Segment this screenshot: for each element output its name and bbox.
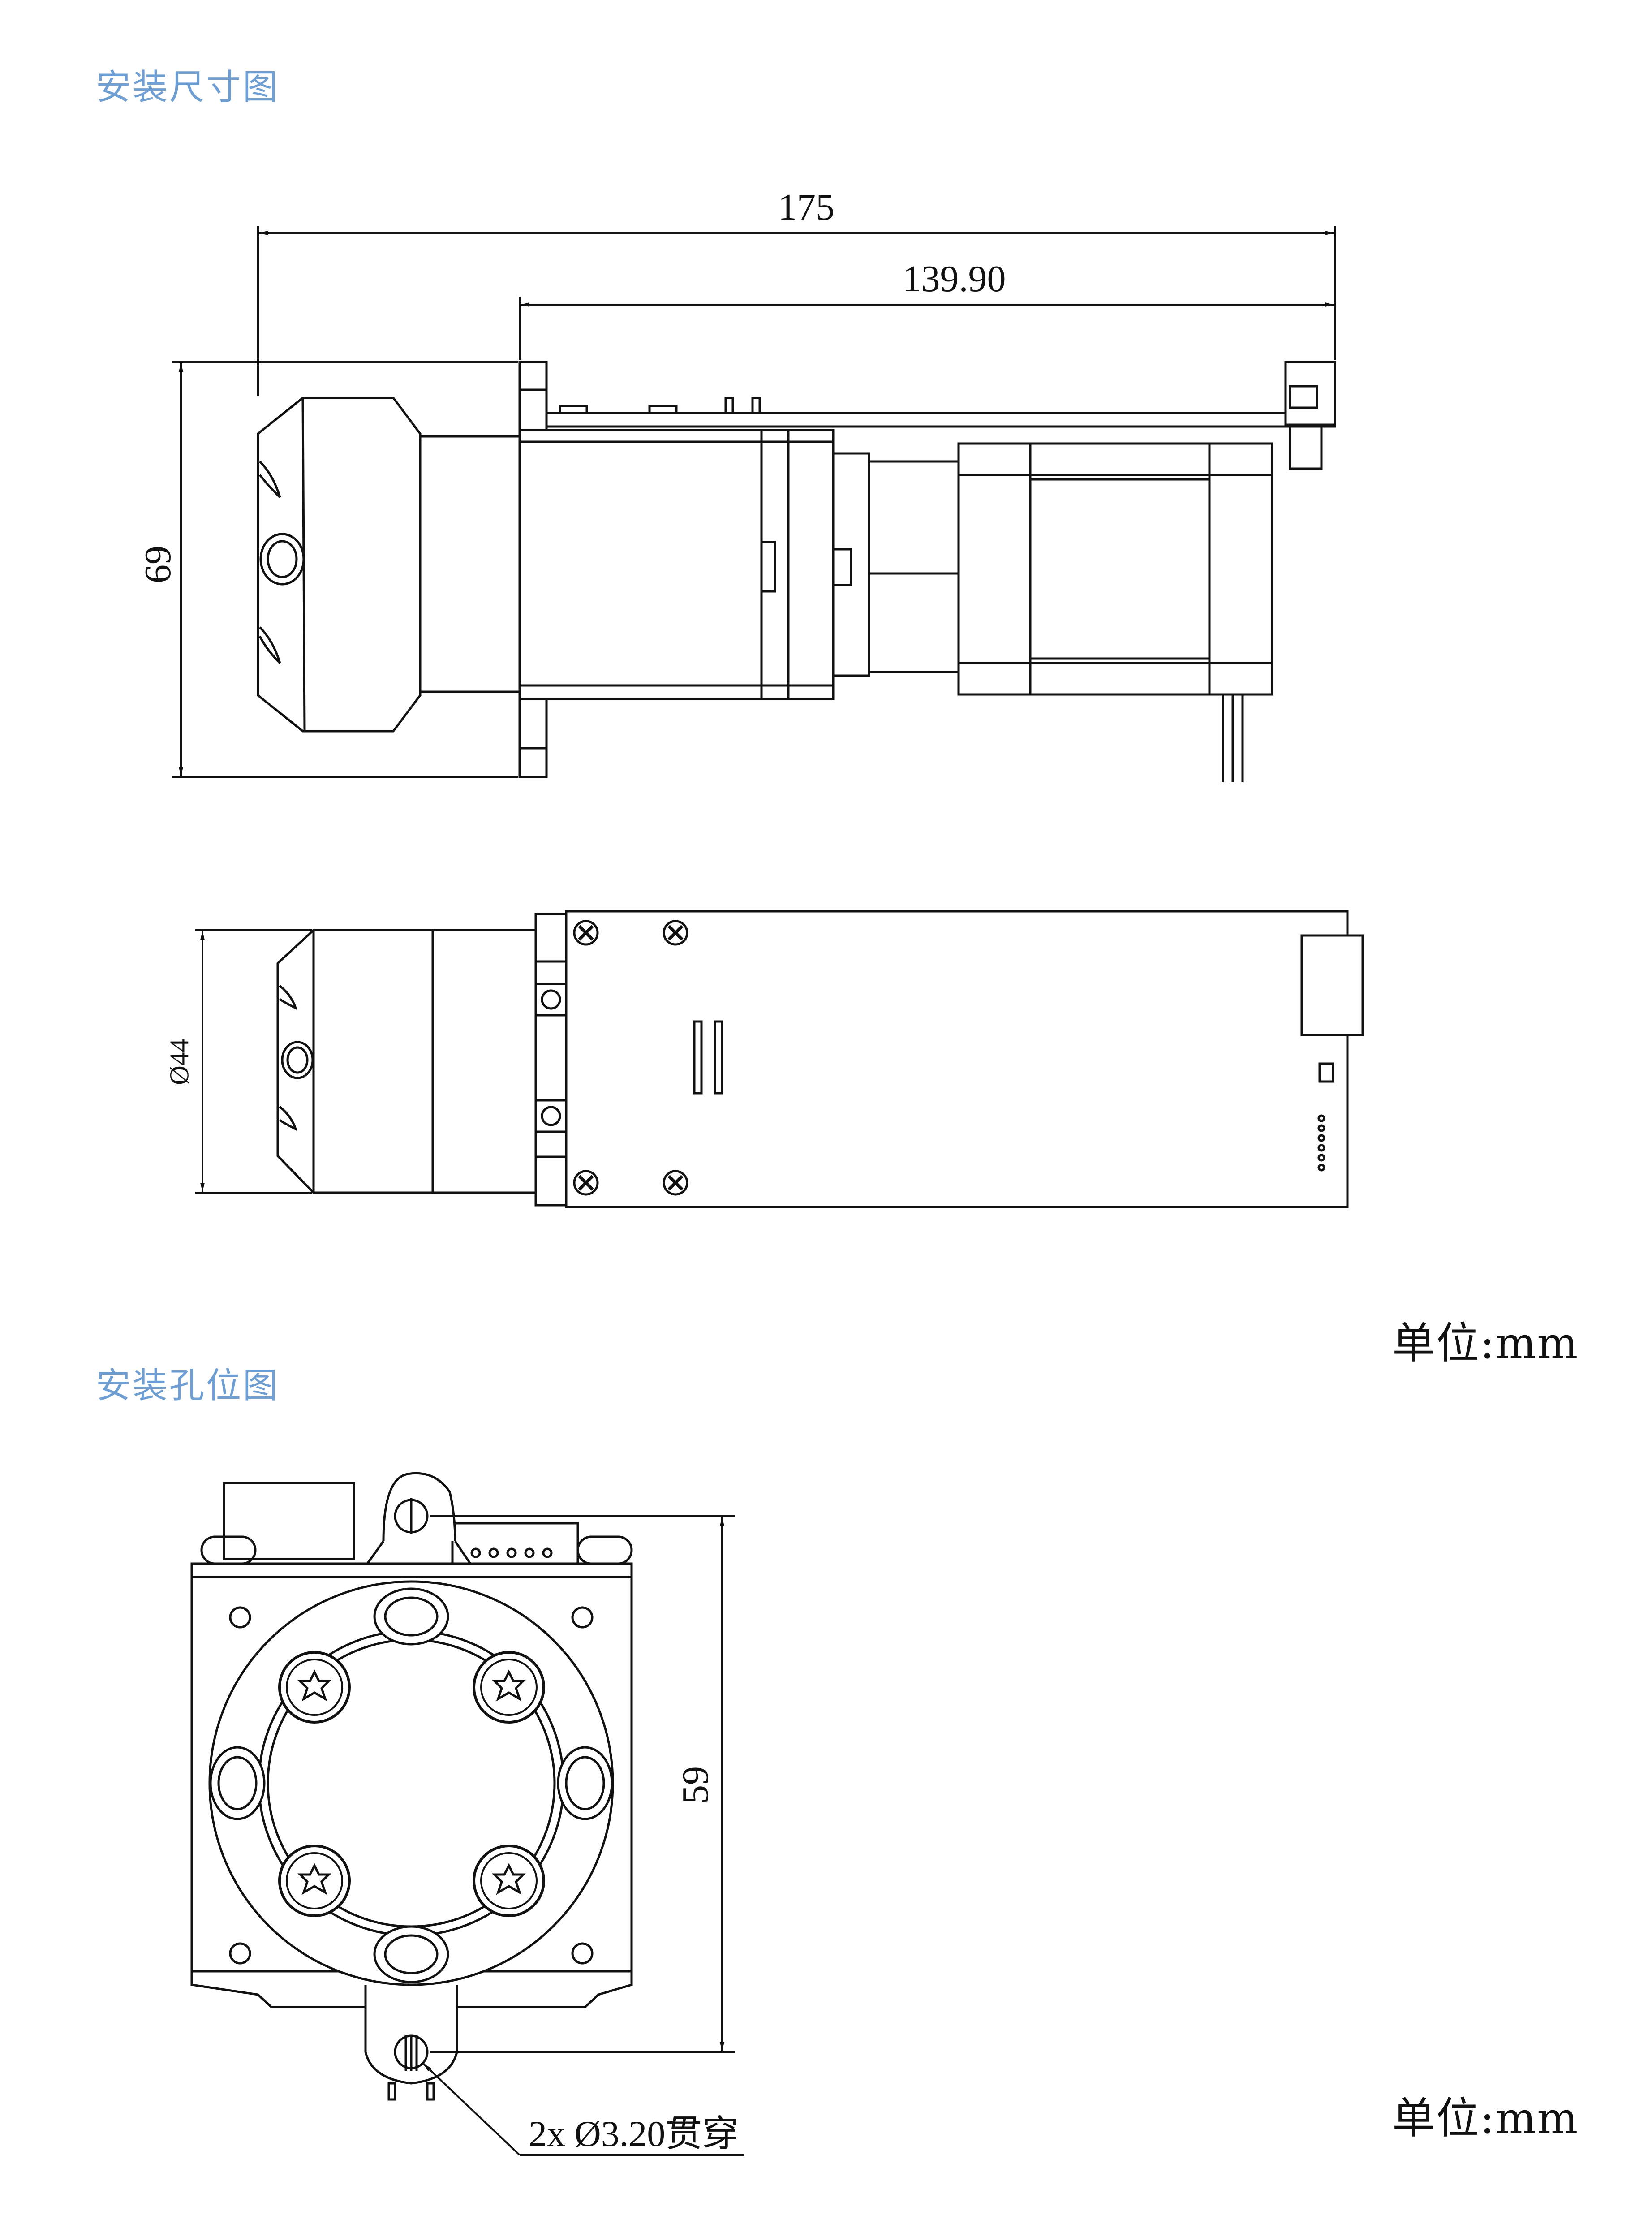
front-view [190, 1472, 633, 2101]
dimension-body-length: 139.90 [903, 258, 1006, 300]
dimension-hole-spacing: 59 [675, 1766, 716, 1804]
section-title-mounting-holes: 安装孔位图 [96, 1366, 280, 1406]
dimension-lines-side [172, 226, 1336, 778]
dimension-overall-length: 175 [778, 186, 835, 228]
dimension-lines-top [195, 929, 312, 1194]
dimension-hole-note: 2x Ø3.20贯穿 [529, 2113, 739, 2154]
dimension-height: 69 [137, 546, 179, 583]
section-title-installation-dimensions: 安装尺寸图 [96, 67, 280, 108]
top-view [276, 910, 1364, 1208]
unit-label: 单位:mm [1392, 1318, 1579, 1368]
dimension-lines-front [422, 1515, 744, 2156]
dimension-diameter: Ø44 [164, 1039, 194, 1085]
unit-label: 单位:mm [1392, 2093, 1579, 2143]
side-view [257, 361, 1336, 782]
